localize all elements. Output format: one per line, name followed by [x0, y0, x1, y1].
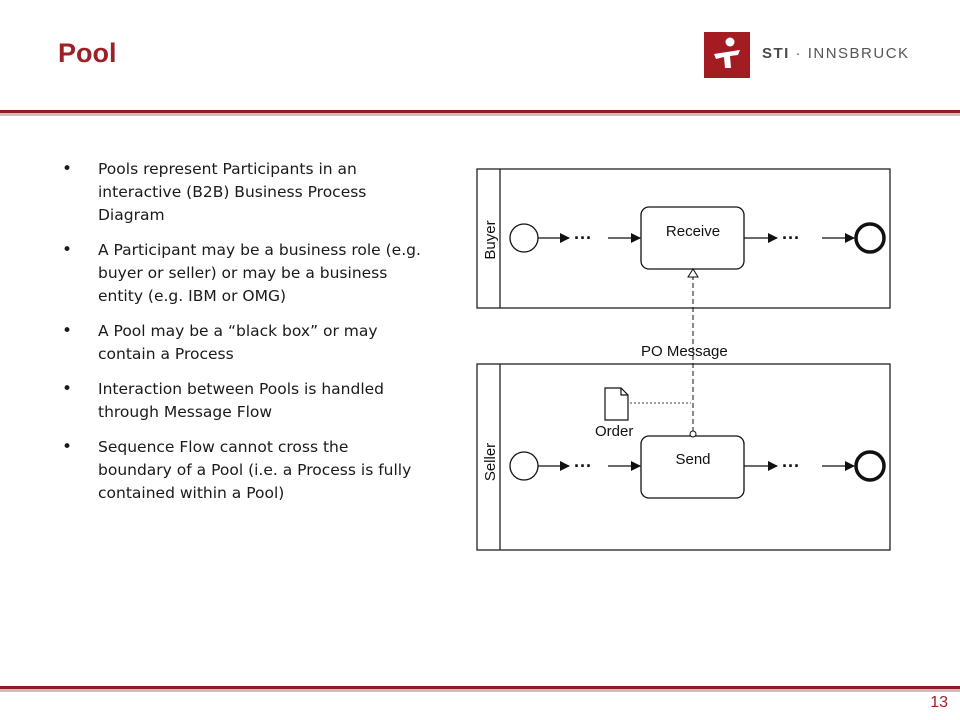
logo-separator: ·	[789, 45, 808, 62]
seller-pool-label: Seller	[482, 443, 499, 481]
data-object-icon	[604, 387, 629, 421]
logo-location: INNSBRUCK	[807, 45, 910, 62]
bullet-item: A Pool may be a “black box” or may conta…	[62, 320, 424, 366]
bullet-item: Pools represent Participants in an inter…	[62, 158, 424, 227]
sti-logo: STI · INNSBRUCK	[704, 32, 908, 78]
seller-ellipsis-1: ···	[574, 456, 592, 476]
message-label: PO Message	[641, 343, 728, 360]
page-number: 13	[930, 694, 948, 711]
logo-mark-icon	[704, 32, 750, 78]
footer-rule	[0, 686, 960, 692]
send-task-label: Send	[675, 451, 710, 468]
data-object-label: Order	[595, 423, 633, 440]
buyer-ellipsis-1: ···	[574, 228, 592, 248]
slide-title: Pool	[58, 38, 117, 68]
buyer-start-event	[509, 223, 539, 253]
logo-text: STI · INNSBRUCK	[762, 45, 910, 62]
buyer-end-event	[854, 222, 886, 254]
buyer-pool-label: Buyer	[482, 220, 499, 259]
bullet-item: A Participant may be a business role (e.…	[62, 239, 424, 308]
seller-ellipsis-2: ···	[782, 456, 800, 476]
pool-diagram: Buyer ··· Receive ··· Seller ··· Send ··…	[476, 168, 891, 551]
bullet-list: Pools represent Participants in an inter…	[62, 158, 424, 517]
receive-task-label: Receive	[666, 223, 720, 240]
header-rule	[0, 110, 960, 116]
bullet-item: Sequence Flow cannot cross the boundary …	[62, 436, 424, 505]
logo-brand: STI	[762, 45, 790, 62]
seller-start-event	[509, 451, 539, 481]
bullet-item: Interaction between Pools is handled thr…	[62, 378, 424, 424]
seller-end-event	[854, 450, 886, 482]
message-flow	[687, 268, 699, 438]
buyer-ellipsis-2: ···	[782, 228, 800, 248]
